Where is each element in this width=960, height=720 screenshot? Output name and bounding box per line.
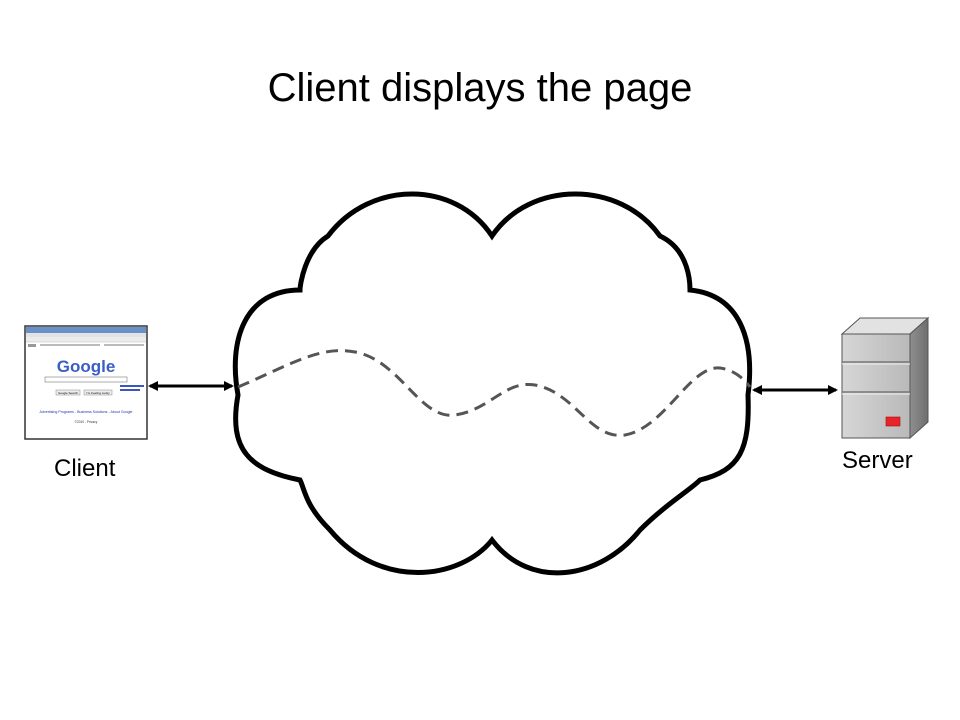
- slide-title: Client displays the page: [267, 66, 693, 110]
- network-path: [237, 349, 752, 437]
- browser-window-icon: Google Google Search I'm Feeling Lucky A…: [24, 325, 148, 440]
- server-label: Server: [842, 447, 913, 474]
- lucky-button-label: I'm Feeling Lucky: [86, 391, 110, 395]
- search-button-label: Google Search: [58, 391, 78, 395]
- google-logo: Google: [57, 357, 116, 376]
- client-label: Client: [54, 455, 116, 482]
- server-tower-icon: [840, 316, 930, 440]
- server-status-light: [885, 416, 901, 427]
- copyright-text: ©2010 - Privacy: [75, 420, 98, 424]
- cloud-icon: [232, 191, 753, 576]
- footer-links: Advertising Programs - Business Solution…: [40, 410, 133, 414]
